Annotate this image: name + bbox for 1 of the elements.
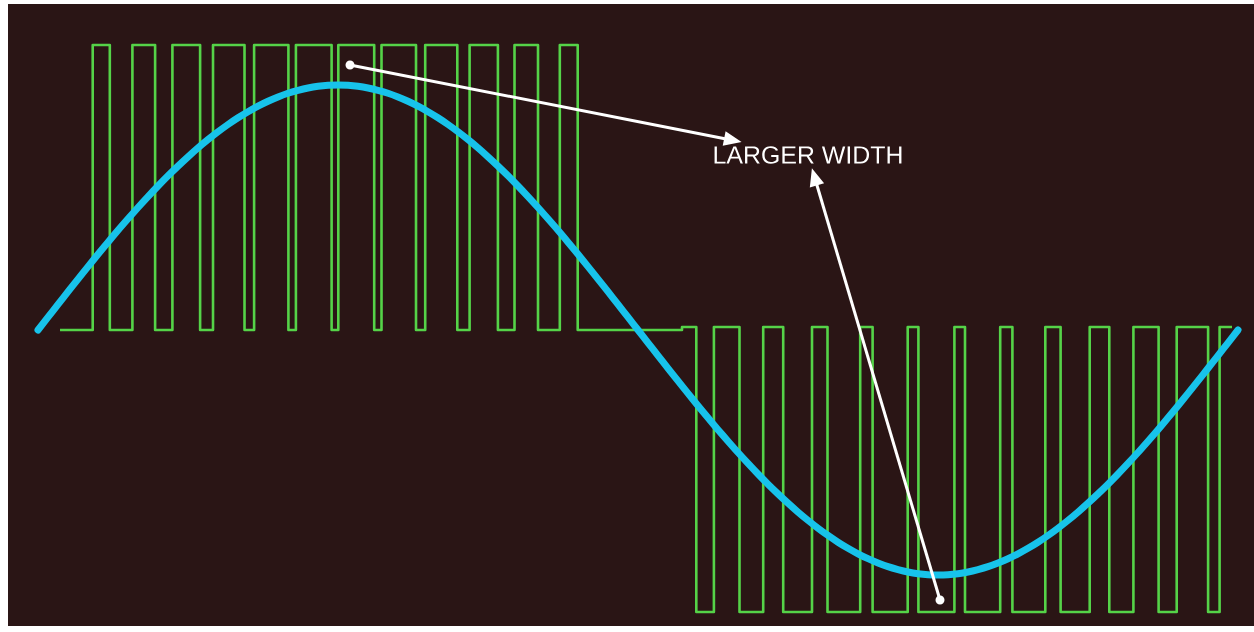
callout-text: LARGER WIDTH xyxy=(714,146,902,164)
